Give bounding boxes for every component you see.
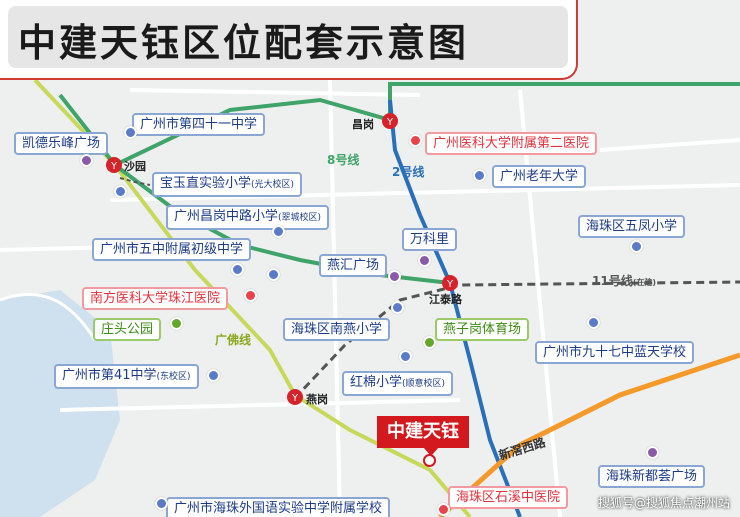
poi-zhuangtou[interactable]: 庄头公园 — [93, 318, 162, 341]
dot-wanke — [418, 254, 431, 267]
project-location-marker[interactable] — [423, 454, 436, 467]
dot-xindu — [646, 446, 659, 459]
poi-changgang[interactable]: 广州昌岗中路小学(翠城校区) — [166, 205, 330, 230]
header-inner — [8, 6, 568, 68]
station-shayuan: 沙园 — [124, 160, 146, 173]
poi-yanhui[interactable]: 燕汇广场 — [319, 254, 388, 277]
dot-laonian — [473, 169, 486, 182]
dot-jiushiqi — [587, 316, 600, 329]
poi-gzyk2[interactable]: 广州医科大学附属第二医院 — [425, 132, 598, 155]
guangfo-label: 广佛线 — [215, 333, 252, 347]
poi-hongmian[interactable]: 红棉小学(顺意校区) — [342, 371, 454, 396]
svg-text:Y: Y — [291, 393, 299, 404]
dot-wuzhong-2 — [267, 268, 280, 281]
dot-shixi — [437, 503, 450, 516]
page-title: 中建天钰区位配套示意图 — [18, 21, 470, 65]
dot-waiguoyu — [155, 497, 168, 510]
dot-gz41 — [124, 126, 137, 139]
svg-text:Y: Y — [386, 117, 394, 128]
dot-hongmian — [399, 350, 412, 363]
poi-laonian[interactable]: 广州老年大学 — [492, 165, 587, 188]
poi-waiguoyu[interactable]: 广州市海珠外国语实验中学附属学校 — [166, 497, 391, 517]
river-area — [0, 290, 120, 517]
dot-wuzhong — [231, 263, 244, 276]
dot-changgang — [272, 225, 285, 238]
poi-gz41[interactable]: 广州市第四十一中学 — [132, 113, 266, 136]
poi-kaidele[interactable]: 凯德乐峰广场 — [14, 132, 109, 155]
station-changgang: 昌岗 — [352, 118, 374, 131]
dot-zhuangtou — [170, 317, 183, 330]
poi-xindu[interactable]: 海珠新都荟广场 — [598, 465, 706, 488]
poi-yanzigang[interactable]: 燕子岗体育场 — [435, 318, 530, 341]
dot-yanhui — [388, 270, 401, 283]
guangfo-line — [33, 78, 472, 517]
road-xinjiao — [438, 352, 740, 517]
watermark: 搜狐号@搜狐焦点潮州站 — [597, 496, 730, 510]
station-yangang: 燕岗 — [306, 393, 328, 406]
line8-label: 8号线 — [327, 153, 360, 167]
station-jiangtai: 江泰路 — [429, 293, 462, 306]
dot-wufeng — [630, 240, 643, 253]
poi-wuzhong[interactable]: 广州市五中附属初级中学 — [92, 238, 252, 261]
dot-gz41east — [207, 369, 220, 382]
line2-label: 2号线 — [392, 165, 425, 179]
dot-yanzigang — [423, 336, 436, 349]
poi-gz41east[interactable]: 广州市第41中学(东校区) — [54, 364, 199, 389]
poi-wanke[interactable]: 万科里 — [402, 228, 458, 251]
svg-text:Y: Y — [446, 279, 454, 290]
dot-nanyan — [391, 301, 404, 314]
poi-jiushiqi[interactable]: 广州市九十七中蓝天学校 — [535, 341, 695, 364]
line11-path — [293, 280, 740, 400]
line11-label: 11号线(在建) — [592, 274, 657, 288]
dot-nanfang — [244, 289, 257, 302]
poi-baoyuzhi[interactable]: 宝玉直实验小学(光大校区) — [152, 172, 303, 197]
poi-nanyan[interactable]: 海珠区南燕小学 — [283, 318, 391, 341]
header-banner: 中建天钰区位配套示意图 — [0, 0, 578, 80]
svg-text:Y: Y — [110, 161, 118, 172]
dot-gzyk2 — [409, 134, 422, 147]
dot-kaidele — [80, 154, 93, 167]
project-label[interactable]: 中建天钰 — [377, 416, 469, 448]
poi-nanfang[interactable]: 南方医科大学珠江医院 — [82, 287, 229, 310]
dot-baoyuzhi — [114, 185, 127, 198]
poi-shixi[interactable]: 海珠区石溪中医院 — [448, 486, 569, 509]
project-pointer — [423, 447, 439, 456]
poi-wufeng[interactable]: 海珠区五凤小学 — [578, 215, 686, 238]
metro-icons: Y Y Y Y — [106, 113, 458, 405]
